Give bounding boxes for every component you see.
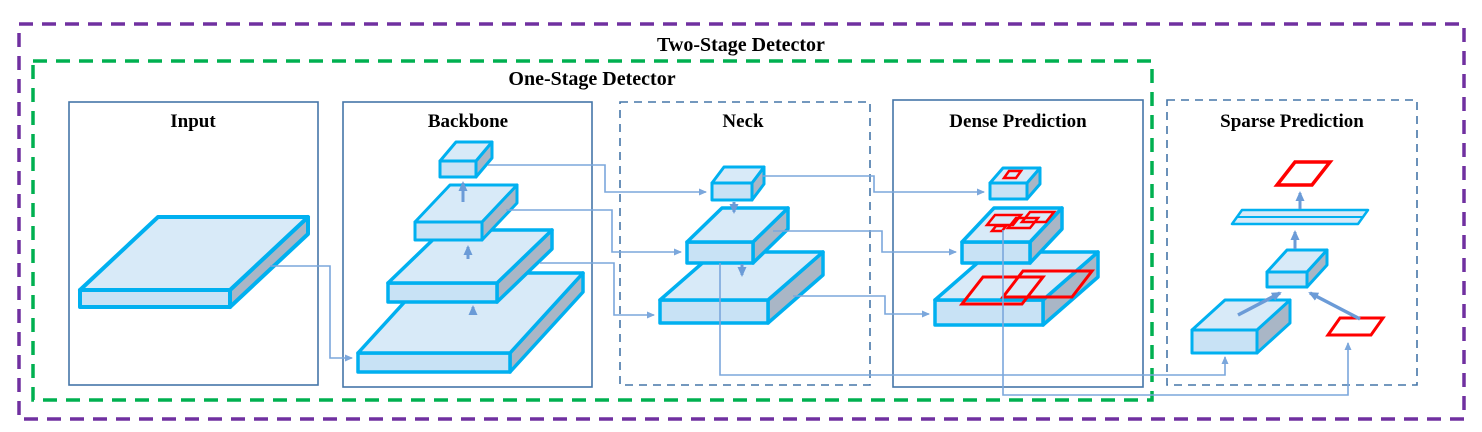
face-top: [685, 206, 790, 244]
face-front: [1190, 328, 1259, 355]
backbone-level-2-slab: [413, 183, 519, 242]
dense-large-bbox-1: [999, 269, 1096, 299]
sparse-fc-layer: [1230, 208, 1370, 226]
sparse-output-bbox: [1273, 160, 1334, 187]
connector-backbone1-to-neck1: [488, 164, 707, 196]
backbone-box: [342, 101, 593, 388]
connector-backbone2-to-neck2: [506, 209, 682, 256]
connector-input-to-backbone: [270, 265, 353, 362]
two-stage-detector-label: Two-Stage Detector: [657, 34, 825, 56]
dense-medium-bbox-4: [989, 224, 1009, 233]
neck-feature-maps: [658, 165, 825, 325]
dense-medium-bbox-2: [1005, 216, 1041, 230]
neck-level-2-slab: [685, 206, 790, 265]
face-top: [1265, 248, 1329, 274]
sparse-feature-to-pool-arrow: [1237, 291, 1282, 317]
face-front: [386, 281, 499, 304]
face-front: [1265, 270, 1309, 289]
dense-large-bbox-2: [958, 275, 1047, 306]
input-slab-front-face: [78, 288, 232, 309]
connector-neck2-to-dense2: [773, 230, 957, 256]
sparse-pooled-feature-cube: [1265, 248, 1329, 289]
one-stage-detector-boundary: [31, 59, 1154, 402]
dense-prediction-box: [892, 99, 1144, 388]
sparse-roi-feature-slab: [1190, 298, 1292, 355]
backbone-level-1-cube: [438, 140, 494, 179]
dense-level-3-slab: [933, 250, 1100, 327]
input-box: [68, 101, 319, 386]
face-front: [356, 351, 512, 374]
face-front: [988, 181, 1029, 201]
dense-prediction-maps: [933, 166, 1100, 327]
neck-box: [619, 101, 871, 386]
dense-medium-bbox-3: [1019, 210, 1057, 224]
connector-neck-to-sparse-feature: [719, 263, 1229, 376]
face-top: [710, 165, 766, 185]
face-top: [438, 140, 494, 163]
connectors: [270, 164, 1352, 396]
backbone-feature-pyramid: [356, 140, 585, 374]
face-top: [386, 228, 554, 285]
input-slab-top-face: [78, 215, 310, 292]
face-front: [438, 159, 478, 179]
face-front: [960, 240, 1032, 265]
face-top: [413, 183, 519, 224]
input-section-label: Input: [170, 111, 216, 132]
two-stage-detector-boundary: [17, 22, 1466, 421]
sparse-prediction-shapes: [1190, 160, 1386, 355]
sparse-prediction-section-label: Sparse Prediction: [1220, 111, 1364, 132]
sparse-proposal-bbox: [1325, 316, 1386, 337]
connector-dense-to-sparse-proposal: [1002, 230, 1352, 396]
face-front: [413, 220, 484, 242]
sparse-proposal-to-pool-arrow: [1308, 291, 1361, 321]
neck-section-label: Neck: [722, 111, 764, 132]
face-front: [658, 298, 770, 325]
connector-neck1-to-dense1: [762, 175, 985, 196]
dense-small-bbox: [1001, 169, 1024, 180]
one-stage-detector-label: One-Stage Detector: [508, 68, 675, 90]
dense-prediction-section-label: Dense Prediction: [949, 111, 1087, 132]
backbone-section-label: Backbone: [428, 111, 508, 132]
sparse-prediction-box: [1166, 99, 1418, 386]
stage-arrows: [458, 181, 1361, 321]
face-front: [710, 181, 754, 202]
neck-level-1-cube: [710, 165, 766, 202]
dense-level-2-slab: [960, 206, 1064, 265]
dense-level-1-cube: [988, 166, 1042, 201]
input-image-slab: [78, 215, 310, 309]
face-front: [685, 240, 755, 265]
connector-backbone3-to-neck3: [540, 262, 655, 319]
connector-neck3-to-dense3: [793, 295, 930, 318]
backbone-level-3-slab: [386, 228, 554, 304]
